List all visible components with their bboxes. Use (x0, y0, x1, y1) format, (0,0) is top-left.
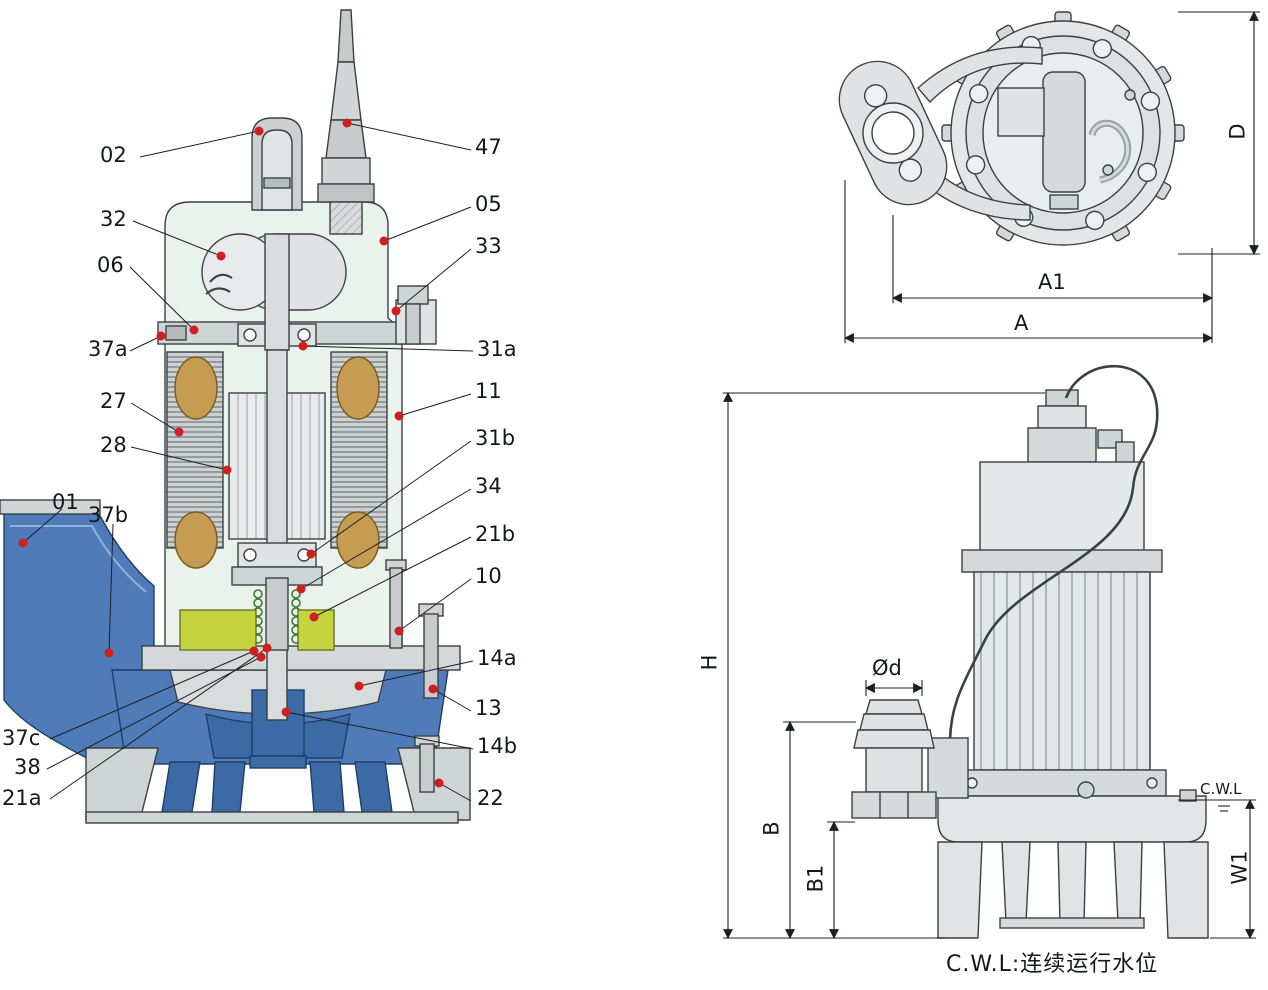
side-discharge (851, 699, 969, 819)
callout-37a: 37a (88, 337, 128, 361)
callout-34: 34 (475, 474, 502, 498)
callout-10: 10 (475, 564, 502, 588)
cross-section-view (0, 9, 471, 824)
plan-center-parts (997, 71, 1136, 210)
callout-22: 22 (477, 786, 504, 810)
leader-lines (22, 122, 474, 802)
side-handle (1027, 389, 1135, 467)
callout-28: 28 (100, 433, 127, 457)
callout-31a: 31a (477, 337, 517, 361)
stator (166, 351, 388, 569)
cwl-note: C.W.L:连续运行水位 (946, 952, 1159, 977)
side-body (937, 461, 1207, 843)
dim-od-label: Ød (872, 656, 902, 680)
callout-37c: 37c (2, 726, 41, 750)
cwl-label: C.W.L (1200, 780, 1242, 798)
outlet-flange-lip (0, 499, 101, 515)
dim-a1-label: A1 (1038, 270, 1066, 294)
plan-side-flange (838, 46, 1043, 221)
dim-b-label: B (759, 821, 784, 836)
dim-a-label: A (1014, 311, 1029, 335)
callout-47: 47 (475, 135, 502, 159)
callout-02: 02 (100, 143, 127, 167)
callout-05: 05 (475, 192, 502, 216)
callout-21a: 21a (2, 786, 42, 810)
side-base (937, 841, 1209, 939)
point-markers (18, 118, 444, 788)
callout-32: 32 (100, 207, 127, 231)
callout-37b: 37b (88, 503, 129, 527)
dim-w1-label: W1 (1227, 850, 1252, 885)
callout-14a: 14a (477, 646, 517, 670)
handle (251, 117, 303, 211)
callout-31b: 31b (475, 426, 516, 450)
side-cable (948, 364, 1159, 741)
callout-33: 33 (475, 234, 502, 258)
callout-38: 38 (14, 755, 41, 779)
plan-view (838, 11, 1185, 246)
dim-b1-label: B1 (803, 864, 828, 893)
dim-d-label: D (1225, 123, 1250, 140)
callout-01: 01 (52, 490, 79, 514)
callout-06: 06 (97, 253, 124, 277)
callout-14b: 14b (477, 734, 518, 758)
side-view (851, 364, 1209, 939)
callout-11: 11 (475, 379, 502, 403)
dimension-lines (723, 11, 1260, 939)
dim-h-label: H (697, 654, 722, 671)
callout-21b: 21b (475, 522, 516, 546)
callout-27: 27 (100, 389, 127, 413)
fasteners (385, 285, 444, 793)
cable (317, 9, 375, 235)
callout-13: 13 (475, 696, 502, 720)
